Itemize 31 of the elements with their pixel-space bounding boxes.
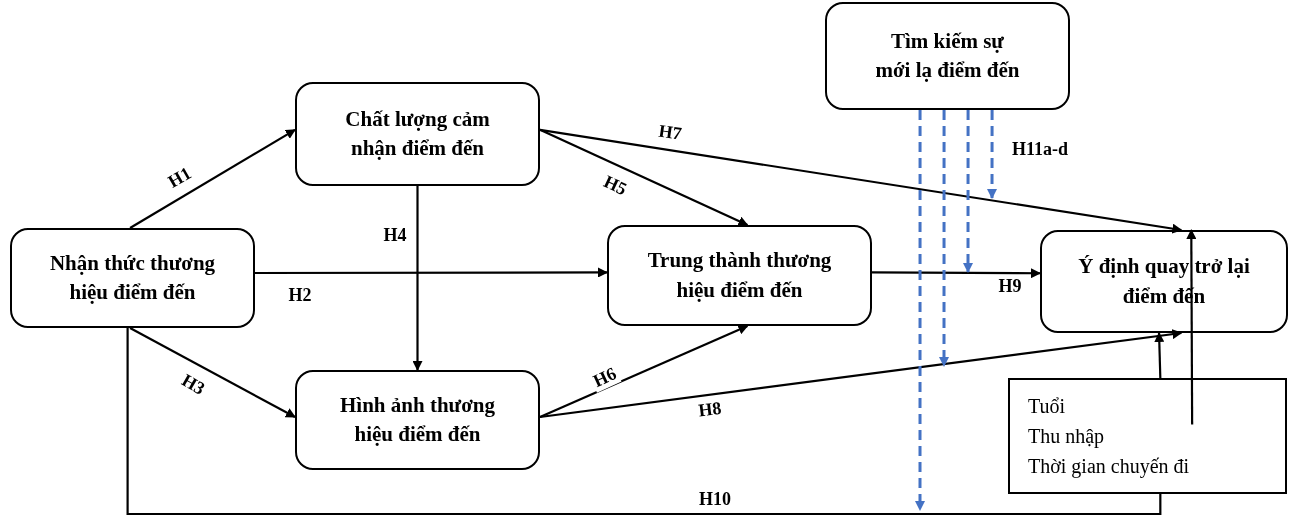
- construct-box: [825, 2, 1070, 110]
- construct-name: Hình ảnh thương hiệu điểm đến: [339, 391, 496, 448]
- control-variables-box: [1008, 378, 1287, 494]
- construct-name: Chất lượng cảm nhận điểm đến: [344, 105, 491, 162]
- construct-name: Tìm kiếm sự mới lạ điểm đến: [874, 27, 1021, 84]
- dashed-arrow: [915, 110, 925, 511]
- construct-box: [10, 228, 255, 328]
- arrow: [539, 329, 1183, 419]
- arrow: [255, 267, 608, 278]
- variable-name: Tuổi: [1028, 394, 1066, 419]
- arrow: [1186, 229, 1197, 425]
- arrow: [539, 128, 1183, 234]
- arrow: [539, 128, 749, 226]
- arrow: [539, 325, 749, 418]
- construct-box: [1040, 230, 1288, 333]
- construct-name: Nhận thức thương hiệu điểm đến: [48, 249, 217, 306]
- variable-name: Thu nhập: [1028, 424, 1105, 450]
- construct-box: [295, 370, 540, 470]
- arrow: [872, 268, 1041, 279]
- arrow: [129, 327, 296, 418]
- connector-line: [126, 328, 1162, 516]
- variable-name: Thời gian chuyến đi: [1028, 454, 1190, 480]
- arrow: [129, 128, 296, 229]
- arrow: [1154, 332, 1165, 379]
- construct-box: [295, 82, 540, 186]
- dashed-arrow: [939, 110, 949, 367]
- arrow: [412, 186, 423, 371]
- dashed-arrow: [987, 110, 997, 199]
- construct-name: Trung thành thương hiệu điểm đến: [646, 247, 833, 304]
- dashed-arrow: [963, 110, 973, 273]
- construct-box: [607, 225, 872, 326]
